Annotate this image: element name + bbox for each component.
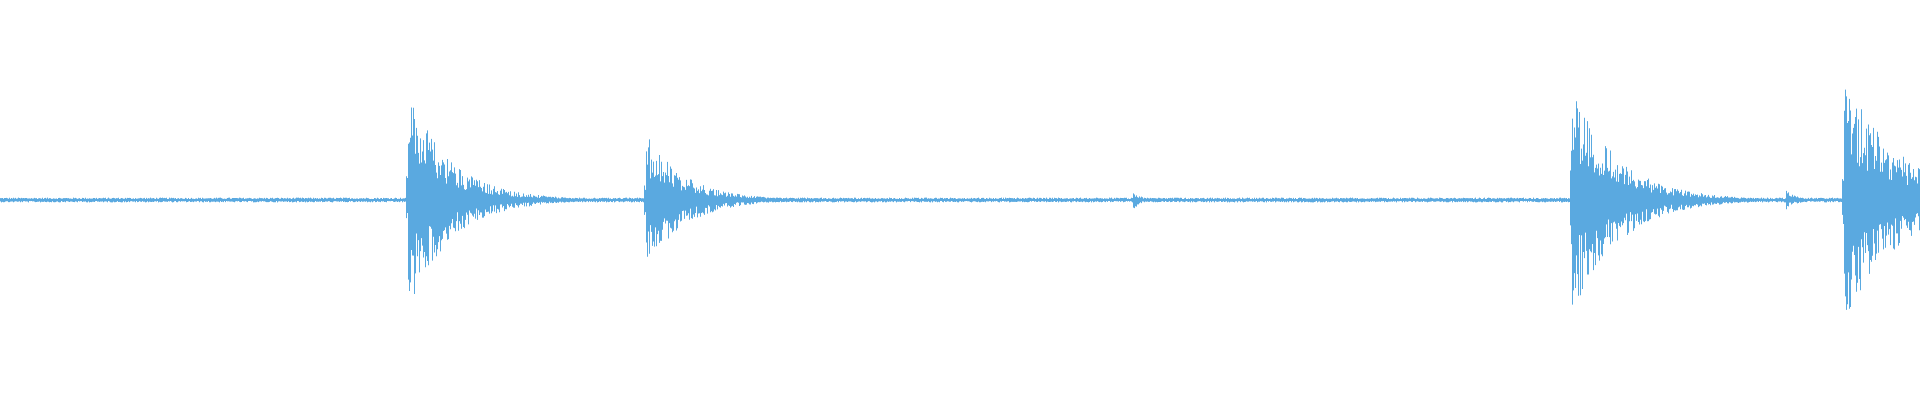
waveform-samples (0, 89, 1920, 310)
waveform-trace (0, 89, 1920, 310)
